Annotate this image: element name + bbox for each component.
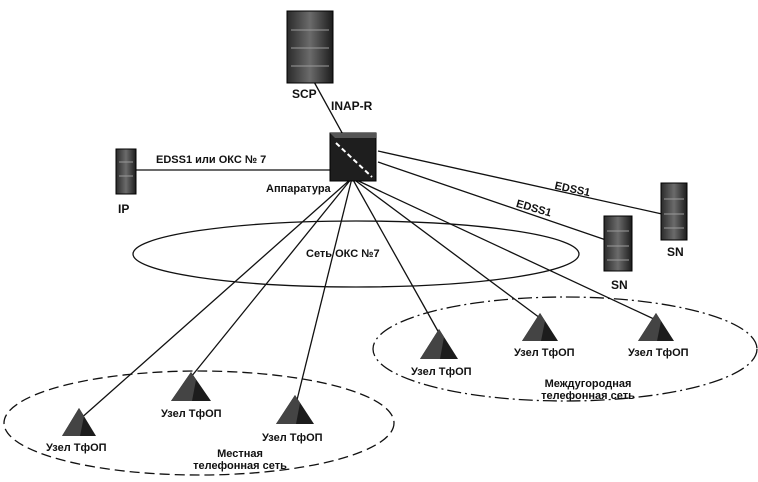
node-label-1: Узел ТфОП <box>46 442 107 454</box>
server-tower-icon <box>115 148 137 195</box>
node-label-5: Узел ТфОП <box>514 347 575 359</box>
link-node-4 <box>351 177 440 334</box>
link-node-1 <box>78 177 353 421</box>
node-label-2: Узел ТфОП <box>161 408 222 420</box>
node-label-4: Узел ТфОП <box>411 366 472 378</box>
inap-label: INAP-R <box>331 99 373 113</box>
node-label-3: Узел ТфОП <box>262 432 323 444</box>
pyramid-node-icon <box>276 395 314 424</box>
pyramid-node-icon <box>171 372 211 401</box>
pyramid-node-icon <box>522 313 558 341</box>
link-node-6 <box>351 177 657 321</box>
connection-lines <box>78 79 663 421</box>
link-node-5 <box>351 177 541 319</box>
server-tower-icon <box>660 182 688 241</box>
oks-network-label: Сеть ОКС №7 <box>306 248 380 260</box>
local-network-line2: телефонная сеть <box>193 460 287 472</box>
apparatus-box-icon <box>329 132 377 182</box>
node-label-6: Узел ТфОП <box>628 347 689 359</box>
scp-link <box>312 79 347 141</box>
ip-label: IP <box>118 202 130 216</box>
sn-label-right: SN <box>667 245 684 259</box>
pyramid-node-icon <box>420 329 458 359</box>
local-network-line1: Местная <box>217 448 263 460</box>
link-node-3 <box>294 177 353 409</box>
sn-right-link <box>377 150 663 215</box>
longdistance-network-label: Междугородная телефонная сеть <box>528 378 648 402</box>
edss-oks-label: EDSS1 или ОКС № 7 <box>156 154 267 166</box>
sn-label-mid: SN <box>611 278 628 292</box>
longdistance-network-ellipse <box>372 296 758 402</box>
apparatus-label: Аппаратура <box>266 183 331 195</box>
server-tower-icon <box>603 215 633 272</box>
sn-mid-link <box>377 161 607 241</box>
oks-network-ellipse <box>132 220 580 288</box>
server-tower-icon <box>286 10 334 84</box>
scp-label: SCP <box>292 87 317 101</box>
longdistance-network-line2: телефонная сеть <box>541 390 635 402</box>
link-node-2 <box>190 177 353 378</box>
pyramid-node-icon <box>638 313 674 341</box>
pyramid-node-icon <box>62 408 96 436</box>
local-network-ellipse <box>3 370 395 476</box>
longdistance-network-line1: Междугородная <box>544 378 632 390</box>
local-network-label: Местная телефонная сеть <box>180 448 300 472</box>
